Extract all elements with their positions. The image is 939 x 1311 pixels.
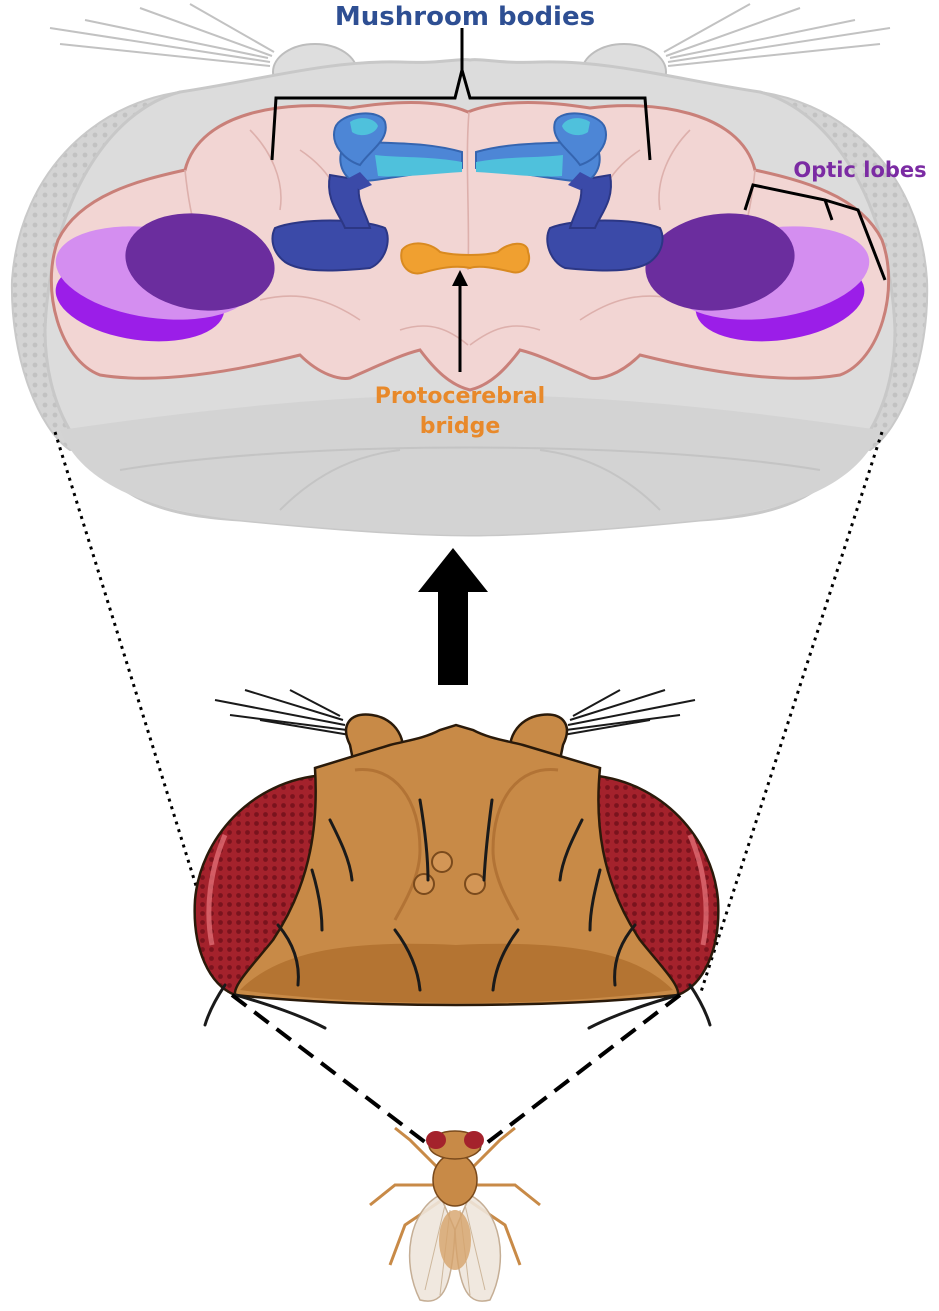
optic-lobes-label: Optic lobes xyxy=(770,158,939,182)
fly-head xyxy=(195,690,719,1028)
ocellus-right xyxy=(465,874,485,894)
protocerebral-bridge-label: Protocerebral bridge xyxy=(330,382,590,442)
ocellus-left xyxy=(414,874,434,894)
whole-fly xyxy=(370,1128,540,1301)
protocerebral-label-line1: Protocerebral xyxy=(330,382,590,412)
ocellus-top xyxy=(432,852,452,872)
mushroom-bodies-label: Mushroom bodies xyxy=(300,2,630,32)
protocerebral-label-line2: bridge xyxy=(330,412,590,442)
zoom-arrow xyxy=(418,548,488,685)
